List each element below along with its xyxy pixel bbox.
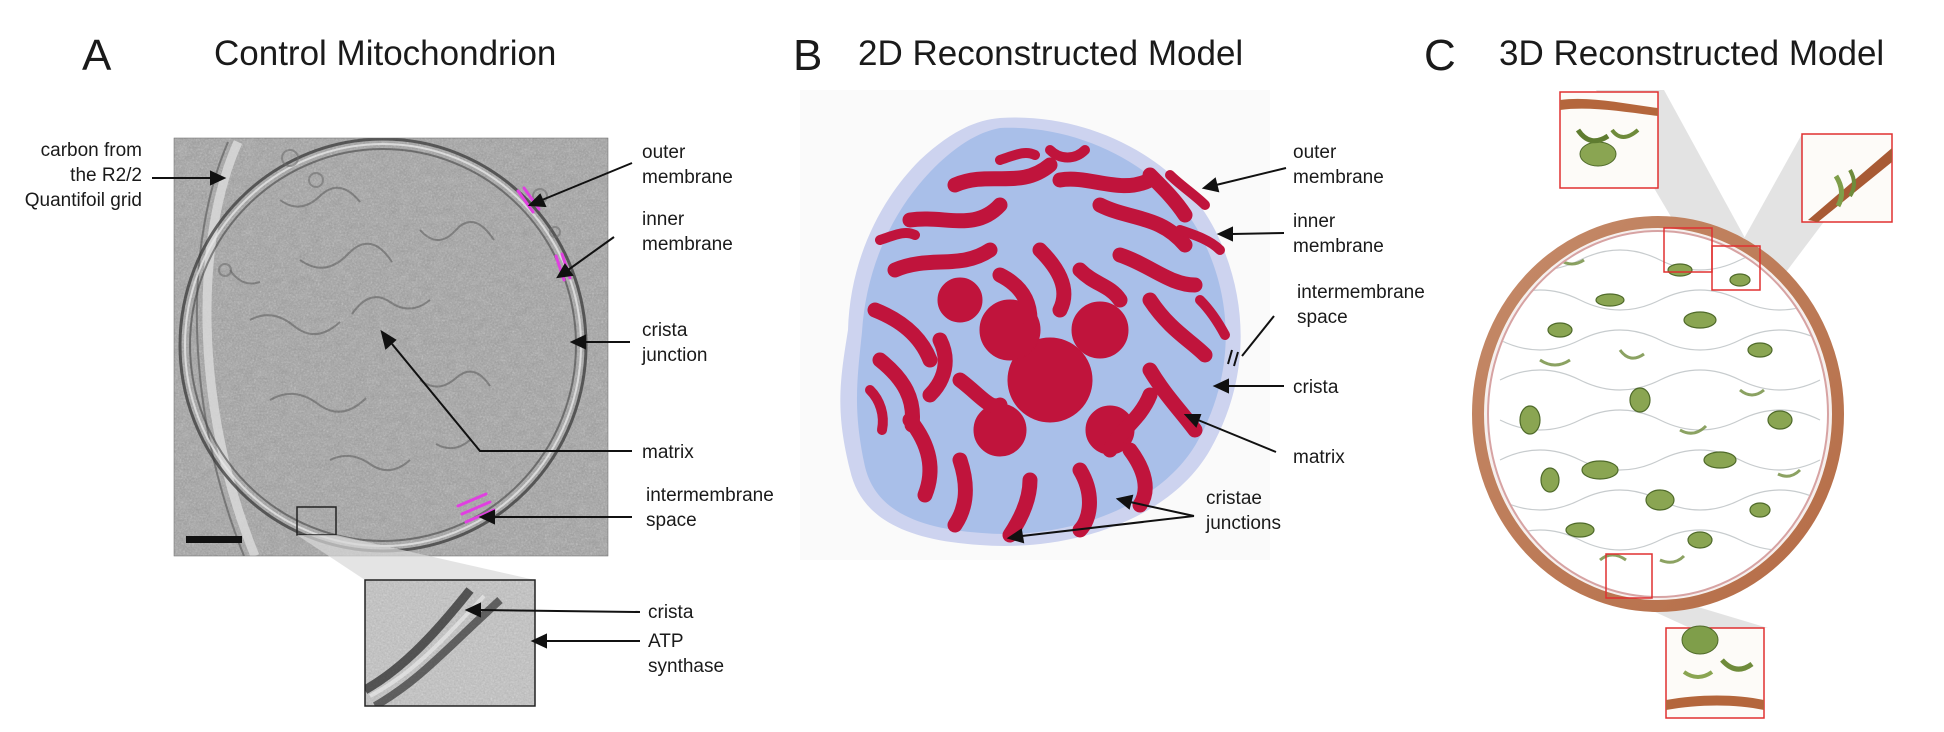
label-a-intermembrane-space: intermembrane space — [646, 485, 774, 531]
label-b-outer-membrane: outer membrane — [1293, 142, 1384, 188]
panel-c-title: 3D Reconstructed Model — [1499, 34, 1885, 73]
label-a-inset-crista: crista — [648, 602, 694, 623]
cristae-3d — [1499, 249, 1821, 564]
label-b-matrix: matrix — [1293, 447, 1345, 468]
label-b-cristae-junctions: cristae junctions — [1206, 488, 1281, 534]
label-a-outer-membrane: outer membrane — [642, 142, 733, 188]
atp-synthase-inset — [365, 580, 535, 706]
label-b-crista: crista — [1293, 377, 1339, 398]
label-a-crista-junction: crista junction — [642, 320, 708, 366]
panel-a-title: Control Mitochondrion — [214, 34, 557, 73]
tomogram-micrograph — [174, 138, 608, 556]
panel-b-letter: B — [793, 31, 823, 80]
selection-boxes — [1605, 227, 1761, 599]
label-a-inner-membrane: inner membrane — [642, 209, 733, 255]
panel-b-title: 2D Reconstructed Model — [858, 34, 1244, 73]
label-a-inset-atp-synthase: ATP synthase — [648, 631, 725, 677]
cristae-2d — [865, 145, 1230, 543]
panel-c-letter: C — [1424, 31, 1456, 80]
panel-a-arrows — [152, 162, 641, 649]
label-b-intermembrane-space: intermembrane space — [1297, 282, 1425, 328]
zoom-inset-top-left — [1559, 91, 1659, 189]
panel-b-arrows — [1006, 167, 1287, 544]
label-b-inner-membrane: inner membrane — [1293, 211, 1384, 257]
label-a-carbon: carbon from the R2/2 Quantifoil grid — [24, 140, 142, 211]
zoom-inset-bottom — [1665, 625, 1765, 719]
label-a-matrix: matrix — [642, 442, 694, 463]
panel-a-letter: A — [82, 31, 112, 80]
zoom-inset-top-right — [1801, 133, 1893, 223]
